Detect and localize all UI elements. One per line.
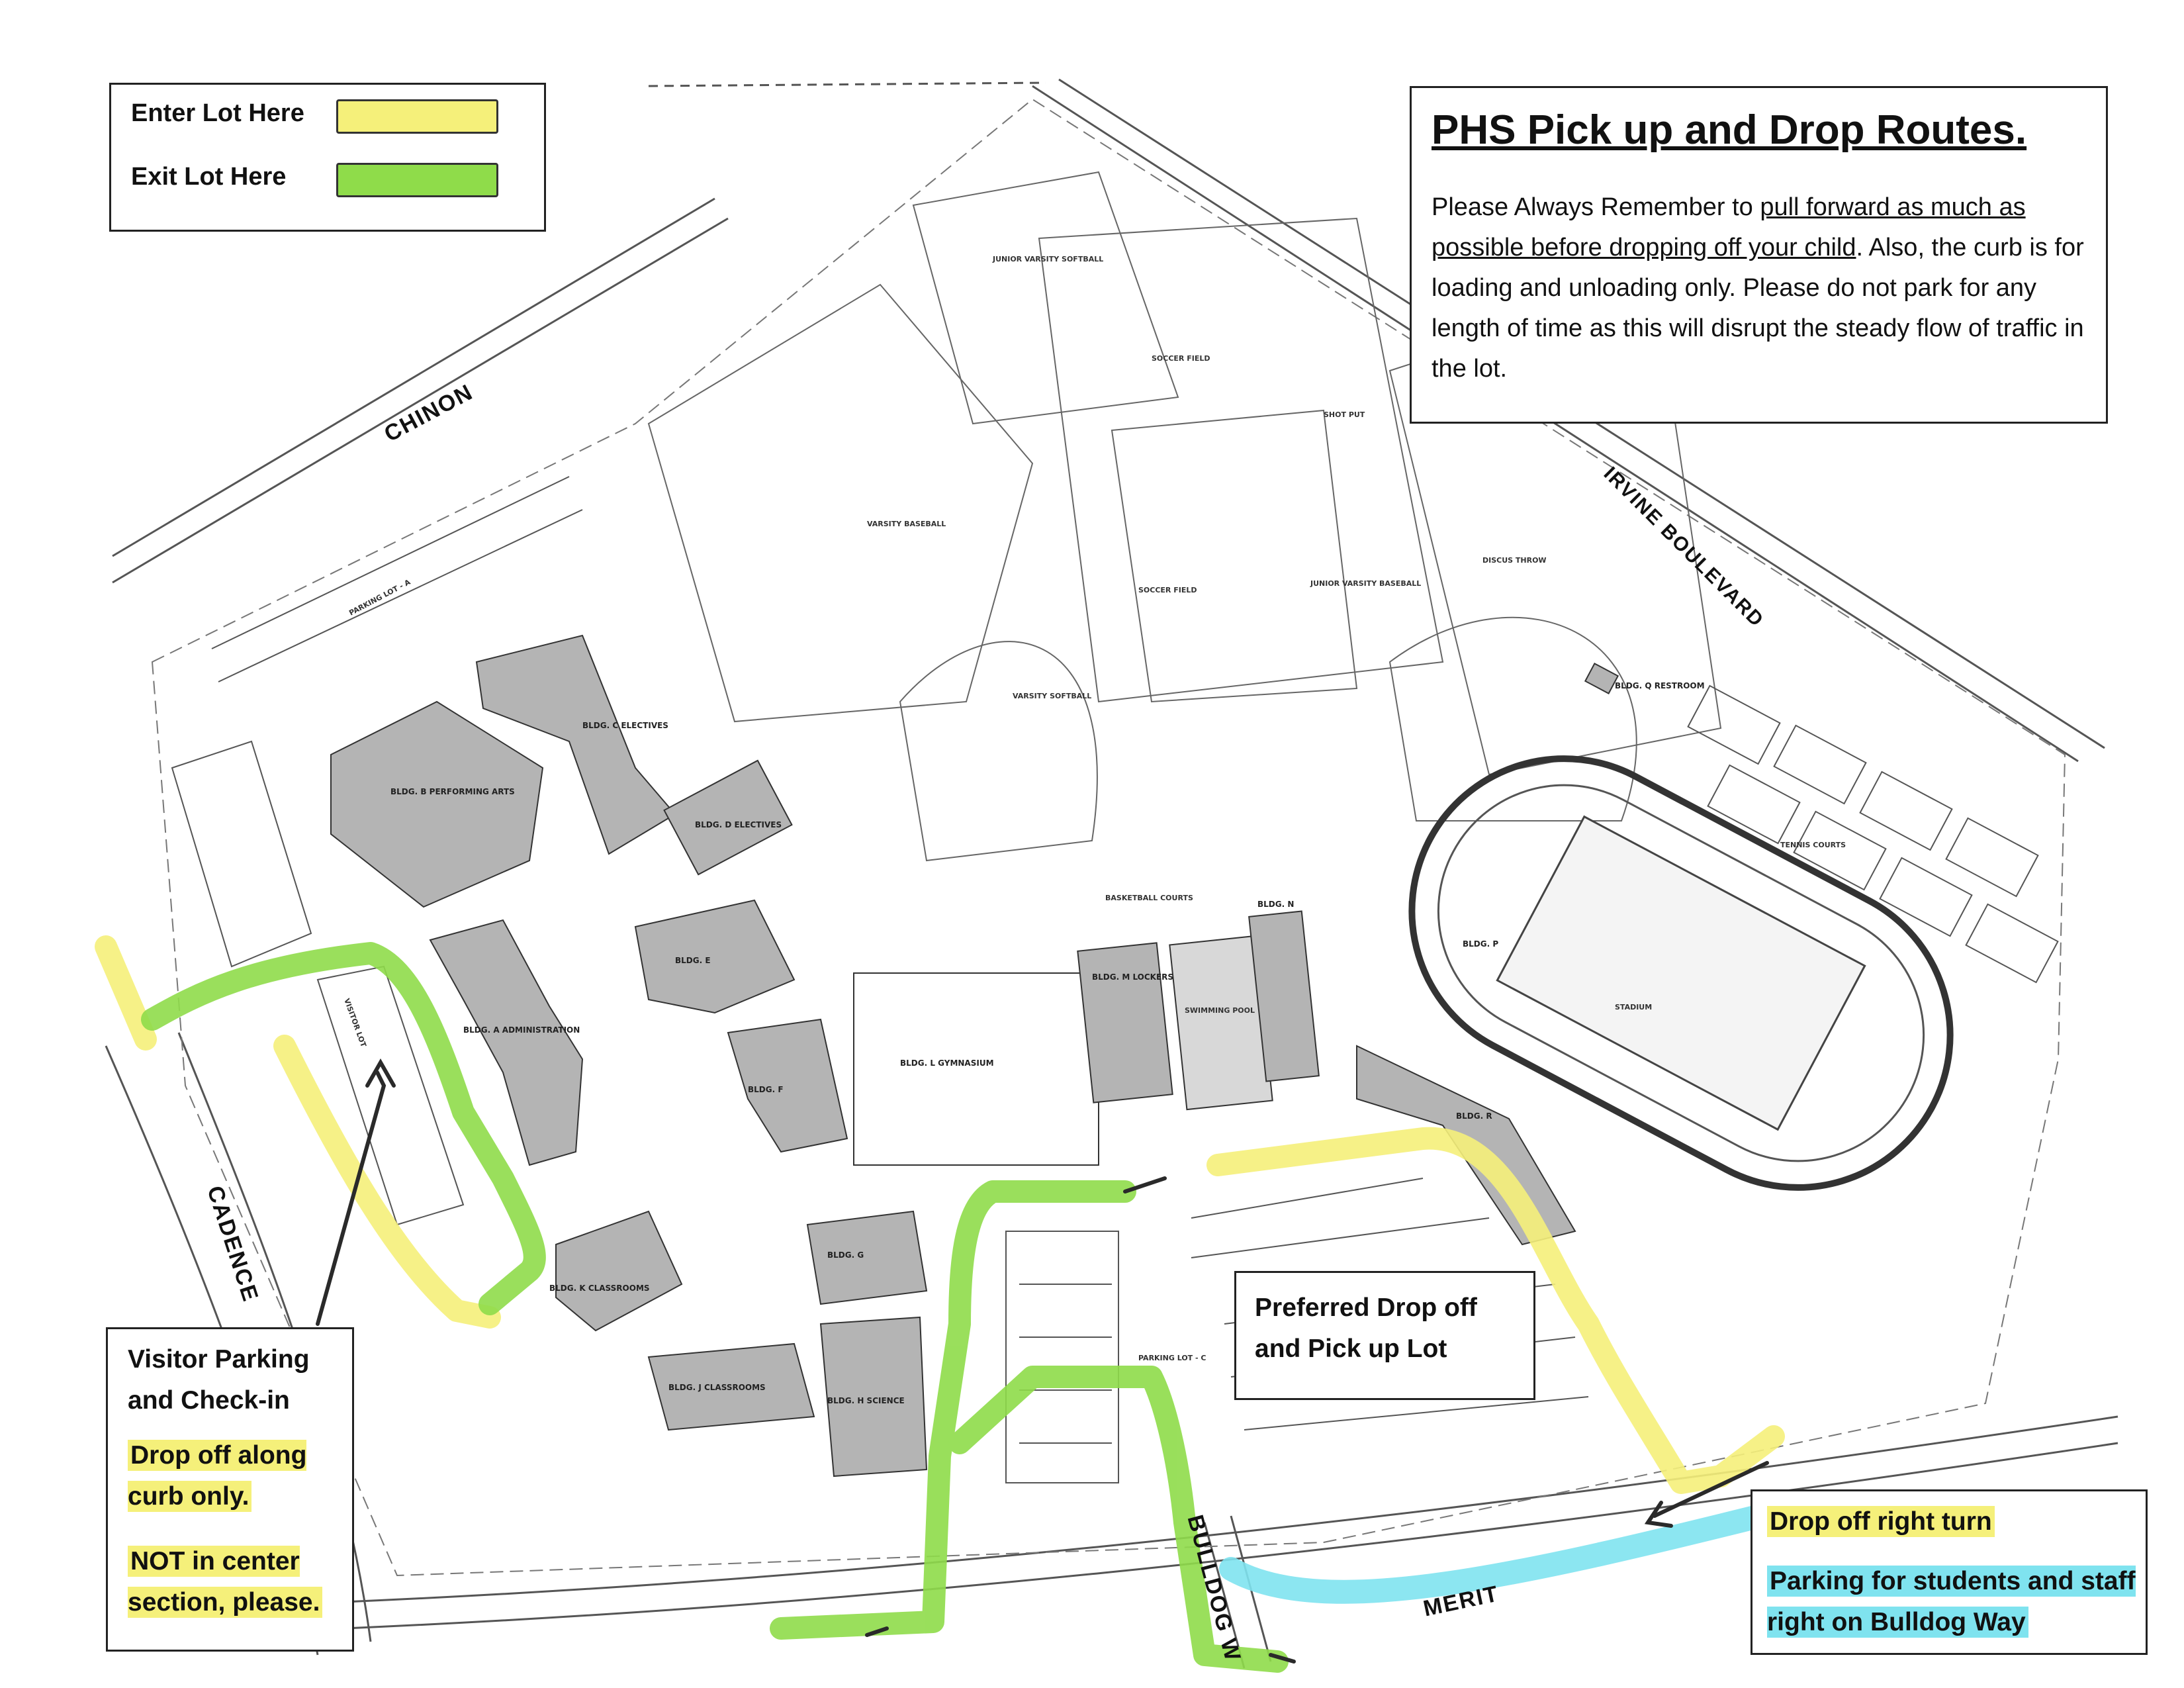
label-varsity-softball: VARSITY SOFTBALL bbox=[1013, 692, 1091, 700]
label-bldg-h: BLDG. H SCIENCE bbox=[827, 1396, 905, 1405]
drop-off-text: Drop off right turn bbox=[1767, 1506, 1995, 1537]
label-bldg-g: BLDG. G bbox=[827, 1250, 864, 1260]
label-bldg-b: BLDG. B PERFORMING ARTS bbox=[390, 787, 515, 796]
student-parking-route bbox=[1219, 1497, 1799, 1604]
label-parking-lot-c: PARKING LOT - C bbox=[1138, 1354, 1206, 1362]
label-bldg-j: BLDG. J CLASSROOMS bbox=[668, 1383, 766, 1392]
label-jv-softball: JUNIOR VARSITY SOFTBALL bbox=[992, 255, 1103, 263]
legend-enter-label: Enter Lot Here bbox=[131, 99, 304, 127]
info-note-intro: Please Always Remember to bbox=[1432, 193, 1760, 221]
label-discus: DISCUS THROW bbox=[1482, 556, 1547, 565]
label-stadium: STADIUM bbox=[1615, 1003, 1652, 1011]
label-pool: SWIMMING POOL bbox=[1185, 1006, 1255, 1015]
visitor-center-note: NOT in center section, please. bbox=[128, 1541, 340, 1623]
label-bldg-c: BLDG. C ELECTIVES bbox=[582, 721, 668, 730]
label-bldg-d: BLDG. D ELECTIVES bbox=[695, 820, 782, 829]
right-note-box: Drop off right turn Parking for students… bbox=[1751, 1489, 2148, 1655]
parking-note: Parking for students and staff right on … bbox=[1767, 1561, 2138, 1643]
preferred-lot-label: Preferred Drop off and Pick up Lot bbox=[1255, 1293, 1477, 1363]
parking-text: Parking for students and staff right on … bbox=[1767, 1566, 2136, 1638]
label-basketball: BASKETBALL COURTS bbox=[1105, 894, 1193, 902]
direction-arrows bbox=[316, 1058, 1769, 1664]
label-jv-baseball: JUNIOR VARSITY BASEBALL bbox=[1310, 579, 1421, 588]
label-tennis: TENNIS COURTS bbox=[1780, 841, 1846, 849]
info-box: PHS Pick up and Drop Routes. Please Alwa… bbox=[1410, 86, 2108, 424]
visitor-heading: Visitor Parking and Check-in bbox=[128, 1345, 310, 1415]
label-parking-lot-a: PARKING LOT - A bbox=[347, 578, 412, 618]
legend-box: Enter Lot Here Exit Lot Here bbox=[109, 83, 546, 232]
label-bldg-r: BLDG. R bbox=[1456, 1111, 1492, 1121]
legend-enter-swatch bbox=[336, 99, 498, 134]
campus-boundary bbox=[151, 98, 2066, 1577]
stadium bbox=[1408, 755, 1954, 1191]
athletic-fields bbox=[647, 171, 1722, 862]
page-title: PHS Pick up and Drop Routes. bbox=[1432, 107, 2027, 153]
legend-exit-swatch bbox=[336, 163, 498, 197]
label-visitor-lot: VISITOR LOT bbox=[342, 998, 368, 1049]
info-note-rest: . Also, the curb is for loading and unlo… bbox=[1432, 234, 2084, 383]
label-bldg-f: BLDG. F bbox=[748, 1085, 784, 1094]
label-shot-put: SHOT PUT bbox=[1324, 410, 1365, 419]
drop-off-note: Drop off right turn bbox=[1767, 1501, 2138, 1542]
enter-route bbox=[95, 935, 1785, 1494]
label-bldg-p: BLDG. P bbox=[1463, 939, 1498, 949]
label-bldg-e: BLDG. E bbox=[675, 956, 711, 965]
exit-route bbox=[141, 942, 1289, 1673]
tennis-courts bbox=[1687, 684, 2059, 984]
visitor-curb-note: Drop off along curb only. bbox=[128, 1435, 340, 1517]
label-bldg-l: BLDG. L GYMNASIUM bbox=[900, 1058, 994, 1068]
info-note: Please Always Remember to pull forward a… bbox=[1432, 187, 2093, 389]
label-bldg-a: BLDG. A ADMINISTRATION bbox=[463, 1025, 580, 1035]
label-varsity-baseball: VARSITY BASEBALL bbox=[867, 520, 946, 528]
legend-exit-label: Exit Lot Here bbox=[131, 163, 287, 191]
visitor-center-text: NOT in center section, please. bbox=[128, 1546, 323, 1618]
visitor-curb-text: Drop off along curb only. bbox=[128, 1440, 307, 1512]
label-bldg-q: BLDG. Q RESTROOM bbox=[1615, 681, 1705, 690]
info-note-underlined: pull forward as much as possible before … bbox=[1432, 193, 2026, 261]
preferred-lot-box: Preferred Drop off and Pick up Lot bbox=[1234, 1271, 1535, 1400]
label-soccer-field-1: SOCCER FIELD bbox=[1152, 354, 1210, 363]
label-bldg-k: BLDG. K CLASSROOMS bbox=[549, 1284, 650, 1293]
label-bldg-n: BLDG. N bbox=[1257, 900, 1294, 909]
visitor-box: Visitor Parking and Check-in Drop off al… bbox=[106, 1327, 354, 1652]
label-soccer-field-2: SOCCER FIELD bbox=[1138, 586, 1197, 594]
label-bldg-m: BLDG. M LOCKERS bbox=[1092, 972, 1173, 982]
